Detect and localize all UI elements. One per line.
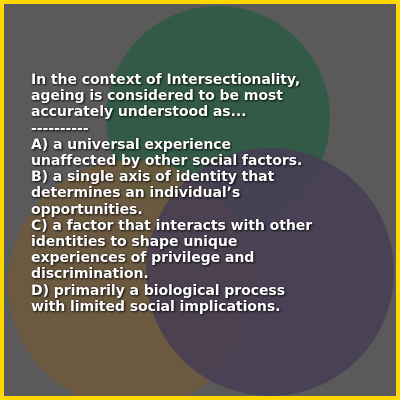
question-line: In the context of Intersectionality, bbox=[31, 72, 301, 88]
option-c-line: C) a factor that interacts with other bbox=[31, 217, 313, 234]
separator-line: ---------- bbox=[31, 120, 89, 137]
option-c-line: discrimination. bbox=[31, 266, 149, 283]
option-b-line: B) a single axis of identity that bbox=[31, 169, 275, 186]
option-b-line: determines an individual’s bbox=[31, 185, 241, 202]
question-line: ageing is considered to be most bbox=[31, 88, 283, 105]
option-a-line: A) a universal experience bbox=[31, 136, 231, 153]
question-line: accurately understood as... bbox=[31, 104, 247, 121]
option-b-line: opportunities. bbox=[31, 201, 143, 218]
option-d-line: D) primarily a biological process bbox=[31, 282, 285, 299]
option-a-line: unaffected by other social factors. bbox=[31, 153, 303, 170]
option-d-line: with limited social implications. bbox=[31, 298, 281, 315]
option-c-line: experiences of privilege and bbox=[31, 250, 255, 267]
option-c-line: identities to shape unique bbox=[31, 234, 238, 251]
question-text: In the context of Intersectionality, age… bbox=[31, 72, 391, 315]
venn-diagram-background bbox=[8, 6, 394, 396]
card-frame: In the context of Intersectionality, age… bbox=[4, 4, 396, 396]
venn-circle-right bbox=[146, 148, 394, 396]
